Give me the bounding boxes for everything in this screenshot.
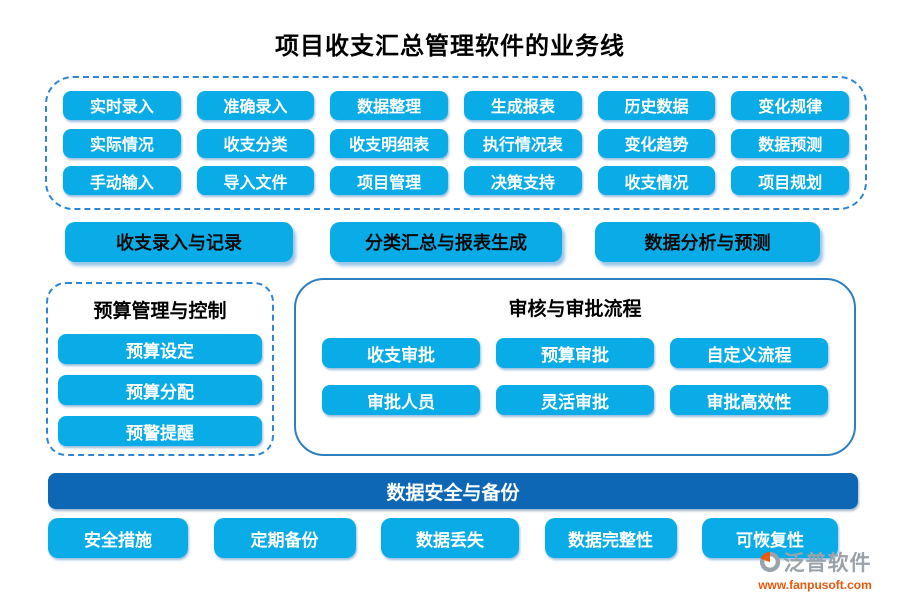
security-button-recoverability[interactable]: 可恢复性 <box>702 518 838 558</box>
page-title: 项目收支汇总管理软件的业务线 <box>275 33 625 60</box>
budget-panel-title: 预算管理与控制 <box>93 301 227 322</box>
approval-panel-title: 审核与审批流程 <box>508 299 642 320</box>
budget-button-alert[interactable]: 预警提醒 <box>58 416 262 446</box>
feature-button-decision-support[interactable]: 决策支持 <box>464 166 582 196</box>
feature-button-detail-table[interactable]: 收支明细表 <box>330 128 449 158</box>
security-button-data-integrity[interactable]: 数据完整性 <box>544 518 677 558</box>
budget-panel: 预算管理与控制 预算设定 预算分配 预警提醒 <box>46 282 274 456</box>
approval-panel: 审核与审批流程 收支审批 预算审批 自定义流程 审批人员 灵活审批 审批高效性 <box>294 278 856 456</box>
approval-button-custom-flow[interactable]: 自定义流程 <box>670 338 828 368</box>
vendor-logo: 泛普软件 www.fanpusoft.com <box>740 547 890 592</box>
feature-grid-panel: 实时录入 准确录入 数据整理 生成报表 历史数据 变化规律 实际情况 收支分类 … <box>45 76 867 210</box>
approval-button-efficiency[interactable]: 审批高效性 <box>670 385 828 415</box>
approval-button-income-expense[interactable]: 收支审批 <box>322 338 480 368</box>
feature-button-realtime-entry[interactable]: 实时录入 <box>63 90 181 120</box>
feature-button-income-expense-status[interactable]: 收支情况 <box>597 166 716 196</box>
budget-button-allocation[interactable]: 预算分配 <box>58 375 262 405</box>
approval-button-budget[interactable]: 预算审批 <box>496 338 654 368</box>
approval-row-1: 收支审批 预算审批 自定义流程 <box>296 338 854 368</box>
feature-button-change-trend[interactable]: 变化趋势 <box>597 128 716 158</box>
feature-button-income-expense-category[interactable]: 收支分类 <box>196 128 315 158</box>
feature-button-actual-situation[interactable]: 实际情况 <box>63 128 181 158</box>
approval-button-personnel[interactable]: 审批人员 <box>322 385 480 415</box>
vendor-name: 泛普软件 <box>783 552 872 575</box>
feature-grid-row-2: 实际情况 收支分类 收支明细表 执行情况表 变化趋势 数据预测 <box>63 128 850 158</box>
vendor-url[interactable]: www.fanpusoft.com <box>758 578 872 592</box>
feature-grid-row-3: 手动输入 导入文件 项目管理 决策支持 收支情况 项目规划 <box>63 166 850 196</box>
process-button-entry-record[interactable]: 收支录入与记录 <box>65 222 293 262</box>
security-button-data-loss[interactable]: 数据丢失 <box>381 518 519 558</box>
security-backup-bar[interactable]: 数据安全与备份 <box>48 473 858 509</box>
feature-grid-row-1: 实时录入 准确录入 数据整理 生成报表 历史数据 变化规律 <box>63 90 850 120</box>
feature-button-change-pattern[interactable]: 变化规律 <box>731 90 850 120</box>
feature-button-project-management[interactable]: 项目管理 <box>330 166 449 196</box>
feature-button-execution-table[interactable]: 执行情况表 <box>464 128 582 158</box>
feature-button-report-generate[interactable]: 生成报表 <box>464 90 582 120</box>
feature-button-data-forecast[interactable]: 数据预测 <box>731 128 850 158</box>
feature-button-manual-input[interactable]: 手动输入 <box>63 166 181 196</box>
feature-button-accurate-entry[interactable]: 准确录入 <box>196 90 315 120</box>
security-button-regular-backup[interactable]: 定期备份 <box>213 518 356 558</box>
budget-button-setting[interactable]: 预算设定 <box>58 334 262 364</box>
approval-row-2: 审批人员 灵活审批 审批高效性 <box>296 385 854 415</box>
security-button-measures[interactable]: 安全措施 <box>48 518 188 558</box>
feature-button-history-data[interactable]: 历史数据 <box>597 90 716 120</box>
process-button-summary-report[interactable]: 分类汇总与报表生成 <box>330 222 562 262</box>
feature-button-project-planning[interactable]: 项目规划 <box>731 166 850 196</box>
fanpu-logo-icon <box>759 551 781 573</box>
process-button-analysis-forecast[interactable]: 数据分析与预测 <box>595 222 820 262</box>
approval-button-flexible[interactable]: 灵活审批 <box>496 385 654 415</box>
feature-button-data-organize[interactable]: 数据整理 <box>330 90 449 120</box>
feature-button-import-file[interactable]: 导入文件 <box>196 166 315 196</box>
security-button-row: 安全措施 定期备份 数据丢失 数据完整性 可恢复性 <box>48 518 838 558</box>
